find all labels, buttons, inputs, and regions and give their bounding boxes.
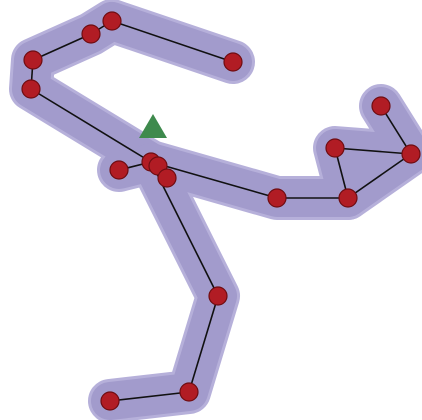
node-n9	[157, 168, 177, 188]
edge-n16-n17	[109, 391, 190, 402]
node-n7	[109, 160, 129, 180]
marker-layer	[139, 114, 167, 138]
node-n4	[23, 50, 43, 70]
edge-n6-n10	[150, 161, 278, 199]
edge-n1-n2	[111, 20, 234, 63]
node-n12	[325, 138, 345, 158]
node-n16	[179, 382, 199, 402]
node-n10	[267, 188, 287, 208]
edge-n11-n13	[347, 153, 412, 199]
edge-n15-n16	[188, 295, 219, 393]
shaded-band-layer	[9, 0, 422, 420]
node-n17	[100, 391, 120, 411]
node-n11	[338, 188, 358, 208]
node-layer	[21, 11, 421, 411]
band-1	[12, 2, 252, 181]
node-n2	[102, 11, 122, 31]
node-n14	[371, 96, 391, 116]
node-n13	[401, 144, 421, 164]
node-n3	[81, 24, 101, 44]
node-n1	[223, 52, 243, 72]
edge-n5-n6	[30, 88, 152, 163]
node-n15	[208, 286, 228, 306]
edge-n12-n13	[334, 147, 412, 155]
edge-n3-n4	[32, 33, 92, 61]
node-n5	[21, 79, 41, 99]
green-triangle-marker	[139, 114, 167, 138]
